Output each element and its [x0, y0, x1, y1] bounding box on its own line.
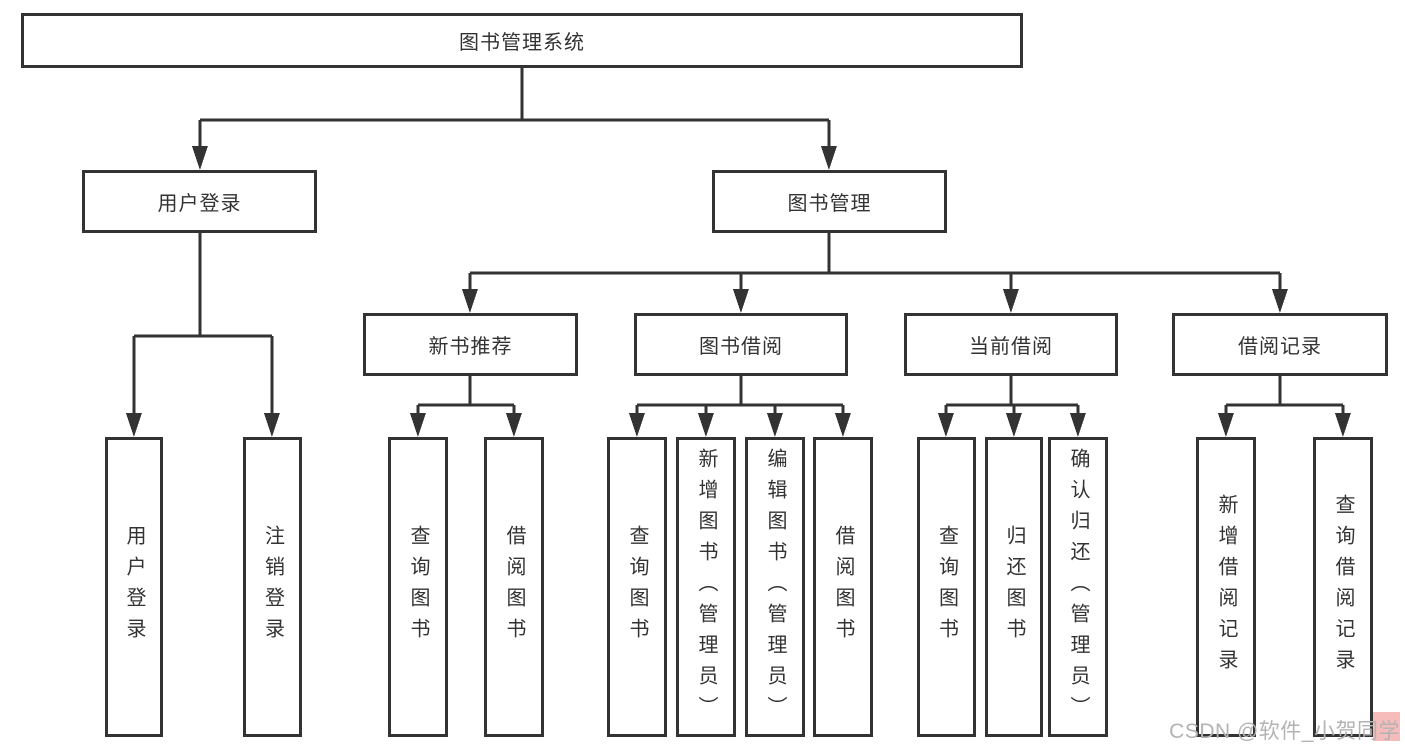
leaf-label: 用户登录 [123, 525, 145, 649]
leaf-query-borrow-record: 查询借阅记录 [1313, 437, 1373, 737]
leaf-label: 归还图书 [1003, 525, 1025, 649]
leaf-label: 借阅图书 [503, 525, 525, 649]
leaf-borrow-book: 借阅图书 [484, 437, 544, 737]
leaf-return-book: 归还图书 [985, 437, 1043, 737]
leaf-label: 查询图书 [626, 525, 648, 649]
node-new-book-recommend: 新书推荐 [363, 313, 578, 376]
leaf-label: 编辑图书（管理员） [764, 447, 786, 727]
leaf-add-borrow-record: 新增借阅记录 [1196, 437, 1256, 737]
watermark-highlight [1373, 712, 1400, 741]
leaf-label: 注销登录 [261, 525, 284, 649]
node-user-login: 用户登录 [82, 170, 317, 233]
leaf-confirm-return-admin: 确认归还（管理员） [1048, 437, 1108, 737]
leaf-query-book: 查询图书 [917, 437, 976, 737]
leaf-label: 确认归还（管理员） [1067, 447, 1089, 727]
node-book-management: 图书管理 [712, 170, 947, 233]
leaf-borrow-book: 借阅图书 [813, 437, 873, 737]
leaf-logout: 注销登录 [243, 437, 302, 737]
arrowheads [126, 146, 1351, 437]
leaf-user-login: 用户登录 [105, 437, 163, 737]
leaf-query-book: 查询图书 [388, 437, 448, 737]
leaf-add-book-admin: 新增图书（管理员） [676, 437, 736, 737]
watermark-text: CSDN @软件_小贺同学 [1169, 720, 1400, 743]
leaf-edit-book-admin: 编辑图书（管理员） [745, 437, 805, 737]
leaf-label: 借阅图书 [832, 525, 854, 649]
leaf-label: 新增图书（管理员） [695, 447, 717, 727]
node-library-system: 图书管理系统 [21, 13, 1023, 68]
node-borrow-record: 借阅记录 [1172, 313, 1388, 376]
leaf-label: 查询图书 [407, 525, 429, 649]
node-current-borrow: 当前借阅 [904, 313, 1118, 376]
node-book-borrow: 图书借阅 [634, 313, 848, 376]
leaf-label: 查询图书 [935, 525, 958, 649]
leaf-label: 新增借阅记录 [1215, 494, 1237, 680]
leaf-label: 查询借阅记录 [1332, 494, 1354, 680]
leaf-query-book: 查询图书 [607, 437, 667, 737]
